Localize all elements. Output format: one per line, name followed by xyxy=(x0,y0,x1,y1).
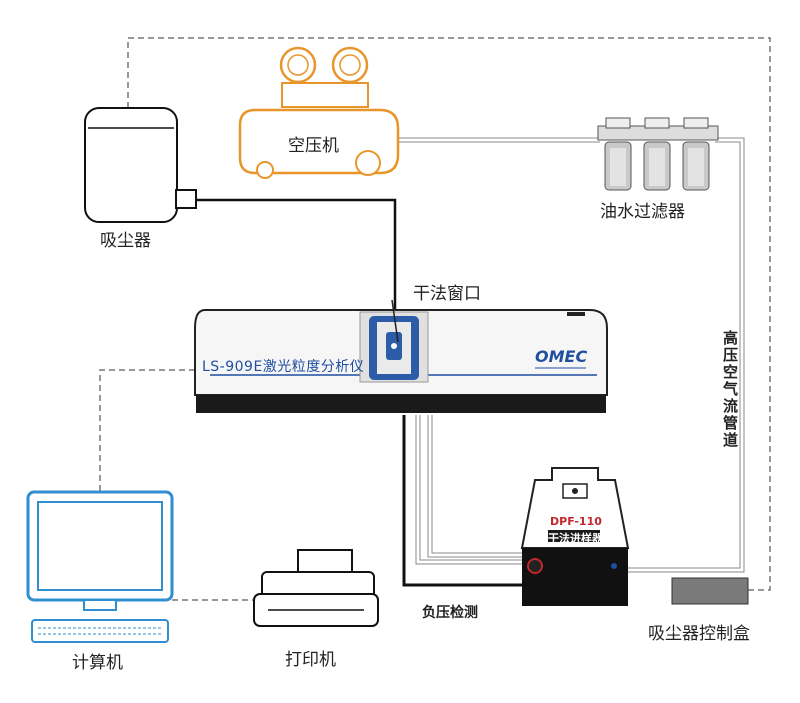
oil-water-filter xyxy=(597,117,719,191)
pressure-detect-hose xyxy=(402,415,528,587)
sampler-model-label: DPF-110 xyxy=(550,515,602,528)
printer xyxy=(253,549,379,627)
control-lines xyxy=(99,37,771,601)
vacuum-cleaner xyxy=(84,107,197,223)
laser-analyzer xyxy=(194,299,608,413)
dry-feeder xyxy=(520,467,630,606)
vacuum-cleaner-label: 吸尘器 xyxy=(100,231,151,251)
vacuum-hose xyxy=(197,198,397,318)
black-hoses xyxy=(197,198,528,587)
dry-window-label: 干法窗口 xyxy=(413,284,481,304)
computer-link-line xyxy=(99,369,195,492)
analyzer-model-label: LS-909E激光粒度分析仪 xyxy=(202,359,365,375)
vacuum-control-box xyxy=(671,577,749,605)
svg-text:OMEC: OMEC xyxy=(535,347,587,366)
computer-label: 计算机 xyxy=(72,653,123,673)
vacuum-control-line xyxy=(127,37,771,591)
printer-label: 打印机 xyxy=(285,650,336,670)
negative-pressure-label: 负压检测 xyxy=(422,605,478,621)
brand-logo: OMEC xyxy=(535,347,587,369)
air-pipes xyxy=(395,137,745,573)
air-duct-label: 高压空气流管道 xyxy=(721,330,739,449)
oil-water-filter-label: 油水过滤器 xyxy=(600,202,685,222)
air-compressor xyxy=(238,46,400,179)
air-compressor-label: 空压机 xyxy=(288,136,339,156)
computer xyxy=(26,490,174,643)
sampler-name-label: 干法进样器 xyxy=(548,532,603,545)
vacuum-control-box-label: 吸尘器控制盒 xyxy=(648,624,750,644)
